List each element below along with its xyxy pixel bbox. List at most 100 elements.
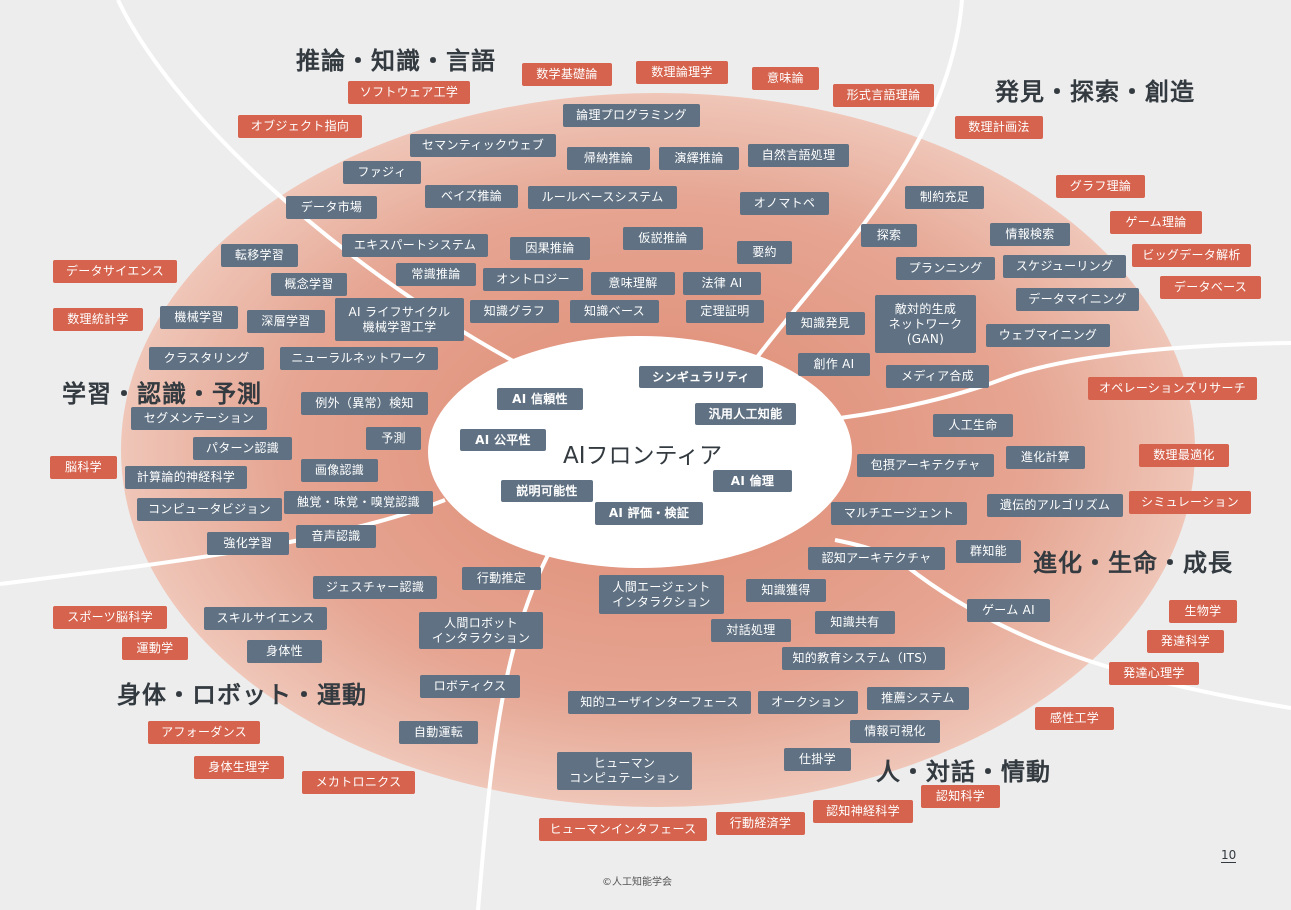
- frontier-term: 画像認識: [301, 459, 378, 482]
- frontier-term: 常識推論: [396, 263, 476, 286]
- frontier-term: ベイズ推論: [425, 185, 518, 208]
- related-field: スポーツ脳科学: [53, 606, 167, 629]
- frontier-term: 知識グラフ: [470, 300, 559, 323]
- frontier-term: 知識ベース: [570, 300, 659, 323]
- frontier-term: ルールベースシステム: [528, 186, 677, 209]
- frontier-term: 人間ロボット インタラクション: [419, 612, 543, 649]
- frontier-term: 推薦システム: [867, 687, 969, 710]
- frontier-term: 自然言語処理: [748, 144, 849, 167]
- frontier-term: セグメンテーション: [131, 407, 267, 430]
- frontier-term: プランニング: [896, 257, 995, 280]
- copyright: ©人工知能学会: [602, 877, 672, 888]
- frontier-term: オントロジー: [483, 268, 583, 291]
- frontier-term: クラスタリング: [149, 347, 264, 370]
- frontier-term: エキスパートシステム: [342, 234, 488, 257]
- related-field: 生物学: [1169, 600, 1237, 623]
- frontier-term: 予測: [366, 427, 421, 450]
- frontier-term: データマイニング: [1016, 288, 1139, 311]
- related-field: 数理統計学: [53, 308, 143, 331]
- related-field: アフォーダンス: [148, 721, 260, 744]
- frontier-term: AI ライフサイクル 機械学習工学: [335, 298, 464, 341]
- frontier-term: 身体性: [247, 640, 322, 663]
- related-field: 数理最適化: [1139, 444, 1229, 467]
- related-field: 認知神経科学: [813, 800, 913, 823]
- region-evolution: 進化・生命・成長: [1033, 549, 1233, 577]
- frontier-term: 遺伝的アルゴリズム: [987, 494, 1123, 517]
- related-field: ゲーム理論: [1110, 211, 1202, 234]
- related-field: ビッグデータ解析: [1132, 244, 1251, 267]
- center-title: AIフロンティア: [563, 443, 723, 469]
- core-ai-ethics: AI 倫理: [713, 470, 792, 492]
- frontier-term: 論理プログラミング: [563, 104, 700, 127]
- frontier-term: コンピュータビジョン: [137, 498, 282, 521]
- frontier-term: 人工生命: [933, 414, 1013, 437]
- frontier-term: メディア合成: [886, 365, 989, 388]
- frontier-term: 情報可視化: [850, 720, 940, 743]
- frontier-term: 知識獲得: [746, 579, 826, 602]
- frontier-term: 概念学習: [271, 273, 347, 296]
- frontier-term: 強化学習: [207, 532, 289, 555]
- frontier-term: 包摂アーキテクチャ: [857, 454, 994, 477]
- divider-right: [839, 341, 1291, 420]
- page-number: 10: [1221, 848, 1237, 863]
- frontier-term: ウェブマイニング: [986, 324, 1110, 347]
- related-field: ソフトウェア工学: [348, 81, 470, 104]
- frontier-term: 創作 AI: [798, 353, 870, 376]
- region-reasoning: 推論・知識・言語: [296, 47, 496, 75]
- core-ai-evaluation: AI 評価・検証: [595, 502, 703, 525]
- related-field: 行動経済学: [716, 812, 805, 835]
- related-field: 認知科学: [921, 785, 1000, 808]
- frontier-term: 知的教育システム（ITS）: [782, 647, 945, 670]
- related-field: 発達科学: [1147, 630, 1224, 653]
- frontier-term: 帰納推論: [567, 147, 650, 170]
- frontier-term: 認知アーキテクチャ: [808, 547, 945, 570]
- frontier-term: ロボティクス: [420, 675, 520, 698]
- frontier-term: 対話処理: [711, 619, 791, 642]
- frontier-term: データ市場: [286, 196, 377, 219]
- related-field: 形式言語理論: [833, 84, 934, 107]
- frontier-term: 意味理解: [591, 272, 675, 295]
- frontier-term: 深層学習: [247, 310, 325, 333]
- frontier-term: 人間エージェント インタラクション: [599, 575, 724, 614]
- core-explainability: 説明可能性: [501, 480, 593, 502]
- region-learning: 学習・認識・予測: [62, 380, 262, 408]
- related-field: オブジェクト指向: [238, 115, 362, 138]
- frontier-term: ゲーム AI: [967, 599, 1050, 622]
- frontier-term: 敵対的生成 ネットワーク (GAN): [875, 295, 976, 353]
- frontier-term: 知識共有: [815, 611, 895, 634]
- related-field: グラフ理論: [1056, 175, 1145, 198]
- related-field: 数学基礎論: [522, 63, 612, 86]
- related-field: 意味論: [752, 67, 819, 90]
- frontier-term: 自動運転: [399, 721, 478, 744]
- frontier-term: ヒューマン コンピュテーション: [557, 752, 692, 790]
- frontier-term: スケジューリング: [1003, 255, 1126, 278]
- related-field: 発達心理学: [1109, 662, 1199, 685]
- related-field: オペレーションズリサーチ: [1088, 377, 1257, 400]
- divider-bottom: [476, 554, 550, 910]
- related-field: データサイエンス: [53, 260, 177, 283]
- frontier-term: 機械学習: [160, 306, 238, 329]
- related-field: メカトロニクス: [302, 771, 415, 794]
- related-field: 身体生理学: [194, 756, 284, 779]
- core-agi: 汎用人工知能: [695, 403, 796, 425]
- frontier-term: オノマトペ: [740, 192, 829, 215]
- frontier-term: スキルサイエンス: [204, 607, 327, 630]
- frontier-term: 演繹推論: [659, 147, 739, 170]
- frontier-term: オークション: [758, 691, 858, 714]
- frontier-term: 行動推定: [462, 567, 541, 590]
- frontier-term: 計算論的神経科学: [125, 466, 247, 489]
- region-discovery: 発見・探索・創造: [995, 78, 1195, 106]
- region-body: 身体・ロボット・運動: [117, 681, 367, 709]
- frontier-term: 仮説推論: [623, 227, 703, 250]
- frontier-term: 情報検索: [990, 223, 1070, 246]
- frontier-term: 定理証明: [686, 300, 764, 323]
- frontier-term: 因果推論: [510, 237, 590, 260]
- frontier-term: セマンティックウェブ: [410, 134, 556, 157]
- related-field: 数理論理学: [636, 61, 728, 84]
- frontier-term: ファジィ: [343, 161, 421, 184]
- frontier-term: 要約: [737, 241, 792, 264]
- frontier-term: ニューラルネットワーク: [280, 347, 438, 370]
- related-field: 運動学: [122, 637, 188, 660]
- core-ai-fairness: AI 公平性: [460, 429, 546, 451]
- related-field: データベース: [1160, 276, 1261, 299]
